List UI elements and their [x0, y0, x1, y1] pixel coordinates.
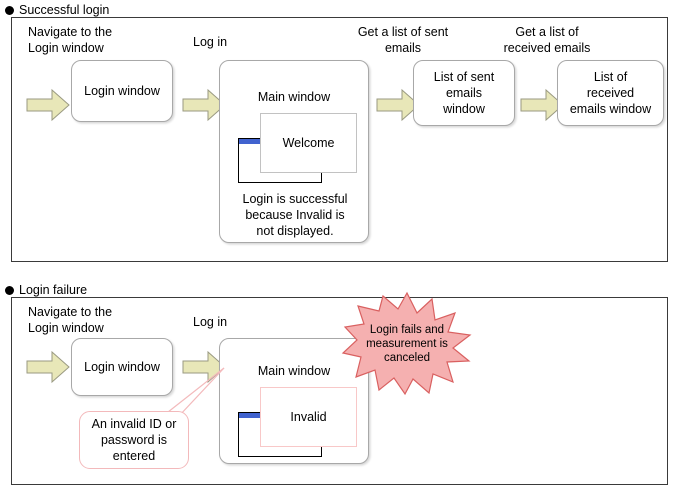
bullet-icon-2 [5, 286, 14, 295]
box-main-window-1-label: Main window [257, 90, 331, 104]
box-main-window-1[interactable]: Main window Welcome Login is successful … [219, 60, 369, 243]
callout-invalid-credentials: An invalid ID or password is entered [79, 411, 189, 469]
flow-arrow-2 [182, 88, 226, 122]
box-login-window-1-label: Login window [84, 84, 160, 98]
flow-arrow-5 [26, 350, 70, 384]
mock-window-front-1: Welcome [260, 113, 357, 173]
step-label-login-2: Log in [193, 315, 228, 329]
step-label-get-received: Get a list of received emails [503, 25, 591, 55]
successful-login-frame: Navigate to the Login window Log in Get … [11, 17, 668, 262]
section-heading-login-failure: Login failure [5, 283, 87, 297]
step-label-navigate-2: Navigate to the Login window [28, 305, 113, 335]
callout-invalid-credentials-text: An invalid ID or password is entered [91, 417, 177, 463]
mock-window-front-2: Invalid [260, 387, 357, 447]
box-login-window-2[interactable]: Login window [71, 338, 173, 396]
starburst-login-fails-text: Login fails and measurement is canceled [366, 324, 448, 364]
step-label-navigate-1: Navigate to the Login window [28, 25, 113, 55]
box-main-window-2[interactable]: Main window Invalid [219, 338, 369, 464]
mock-window-front-1-caption: Welcome [282, 136, 335, 150]
box-login-window-1[interactable]: Login window [71, 60, 173, 122]
login-failure-frame: Navigate to the Login window Log in Logi… [11, 291, 668, 485]
starburst-login-fails: Login fails and measurement is canceled [341, 291, 472, 396]
section-heading-successful-login: Successful login [5, 3, 109, 17]
callout-tail [162, 367, 225, 417]
flow-arrow-4 [520, 88, 564, 122]
section-heading-label: Successful login [19, 3, 110, 17]
flow-arrow-1 [26, 88, 70, 122]
flow-arrow-3 [376, 88, 420, 122]
box-main-window-2-label: Main window [257, 364, 331, 378]
box-list-received-emails-window[interactable]: List of received emails window [557, 60, 664, 126]
section-heading-label-2: Login failure [19, 283, 88, 297]
bullet-icon [5, 6, 14, 15]
mock-window-front-2-caption: Invalid [290, 410, 327, 424]
box-list-received-emails-window-label: List of received emails window [569, 70, 652, 116]
step-label-get-sent: Get a list of sent emails [357, 25, 449, 55]
box-login-window-2-label: Login window [84, 360, 160, 374]
main-window-note-1: Login is successful because Invalid is n… [242, 192, 348, 238]
box-list-sent-emails-window[interactable]: List of sent emails window [413, 60, 515, 126]
box-list-sent-emails-window-label: List of sent emails window [433, 70, 495, 116]
step-label-login-1: Log in [193, 35, 228, 49]
